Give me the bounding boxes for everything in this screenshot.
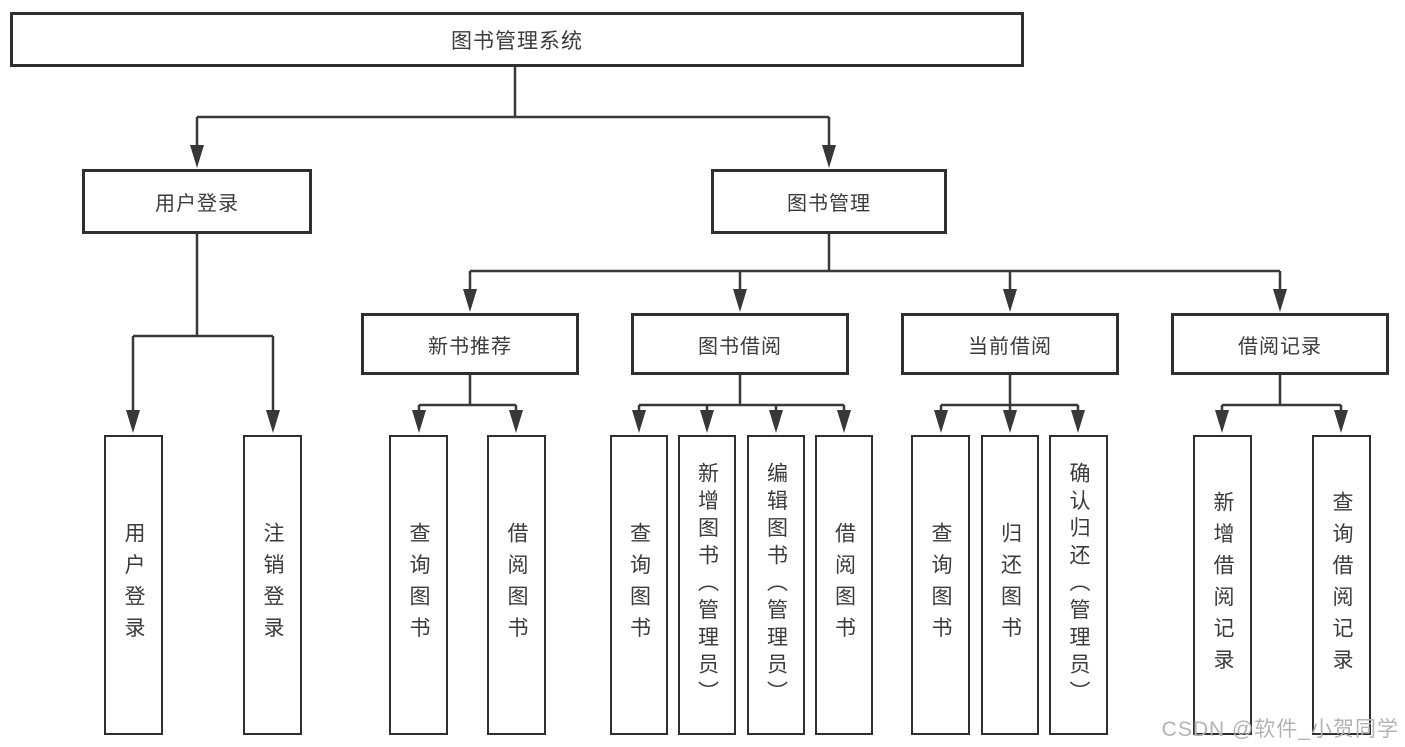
node-label: 图书借阅 — [698, 335, 782, 358]
leaf-user-login: 用户登录 — [104, 435, 163, 735]
leaf-logout: 注销登录 — [243, 435, 302, 735]
node-label: 图书管理 — [787, 193, 871, 215]
leaf-label: 查询图书 — [407, 522, 430, 648]
node-label: 新书推荐 — [428, 335, 512, 358]
leaf-label: 新增图书（管理员） — [695, 462, 719, 708]
leaf-query-books-current: 查询图书 — [911, 435, 970, 735]
leaf-label: 编辑图书（管理员） — [764, 462, 788, 708]
leaf-borrow-books-recommend: 借阅图书 — [487, 435, 546, 735]
node-label: 借阅记录 — [1238, 335, 1322, 358]
node-user-login: 用户登录 — [82, 169, 312, 234]
leaf-label: 注销登录 — [261, 522, 284, 648]
leaf-query-borrow-record: 查询借阅记录 — [1312, 435, 1371, 735]
node-root-label: 图书管理系统 — [451, 29, 583, 53]
leaf-add-borrow-record: 新增借阅记录 — [1193, 435, 1252, 735]
leaf-label: 借阅图书 — [832, 522, 856, 648]
leaf-return-books: 归还图书 — [981, 435, 1039, 735]
node-current-borrow: 当前借阅 — [901, 313, 1119, 375]
leaf-borrow-books: 借阅图书 — [815, 435, 873, 735]
leaf-query-books-recommend: 查询图书 — [389, 435, 448, 735]
leaf-label: 查询借阅记录 — [1330, 490, 1353, 680]
leaf-label: 确认归还（管理员） — [1067, 462, 1090, 708]
node-borrow-records: 借阅记录 — [1171, 313, 1389, 375]
leaf-label: 归还图书 — [998, 522, 1022, 648]
leaf-label: 查询图书 — [929, 522, 952, 648]
node-new-book-recommend: 新书推荐 — [361, 313, 579, 375]
leaf-label: 用户登录 — [122, 522, 145, 648]
node-book-management: 图书管理 — [711, 169, 947, 234]
leaf-edit-books-admin: 编辑图书（管理员） — [747, 435, 805, 735]
node-book-borrow: 图书借阅 — [631, 313, 849, 375]
node-root: 图书管理系统 — [10, 12, 1024, 67]
leaf-label: 查询图书 — [627, 522, 651, 648]
watermark: CSDN @软件_小贺同学 — [1161, 718, 1399, 741]
node-label: 用户登录 — [155, 193, 239, 215]
leaf-label: 借阅图书 — [505, 522, 528, 648]
leaf-query-books-borrow: 查询图书 — [610, 435, 668, 735]
leaf-label: 新增借阅记录 — [1211, 490, 1234, 680]
leaf-confirm-return-admin: 确认归还（管理员） — [1049, 435, 1108, 735]
node-label: 当前借阅 — [968, 335, 1052, 358]
leaf-add-books-admin: 新增图书（管理员） — [678, 435, 736, 735]
